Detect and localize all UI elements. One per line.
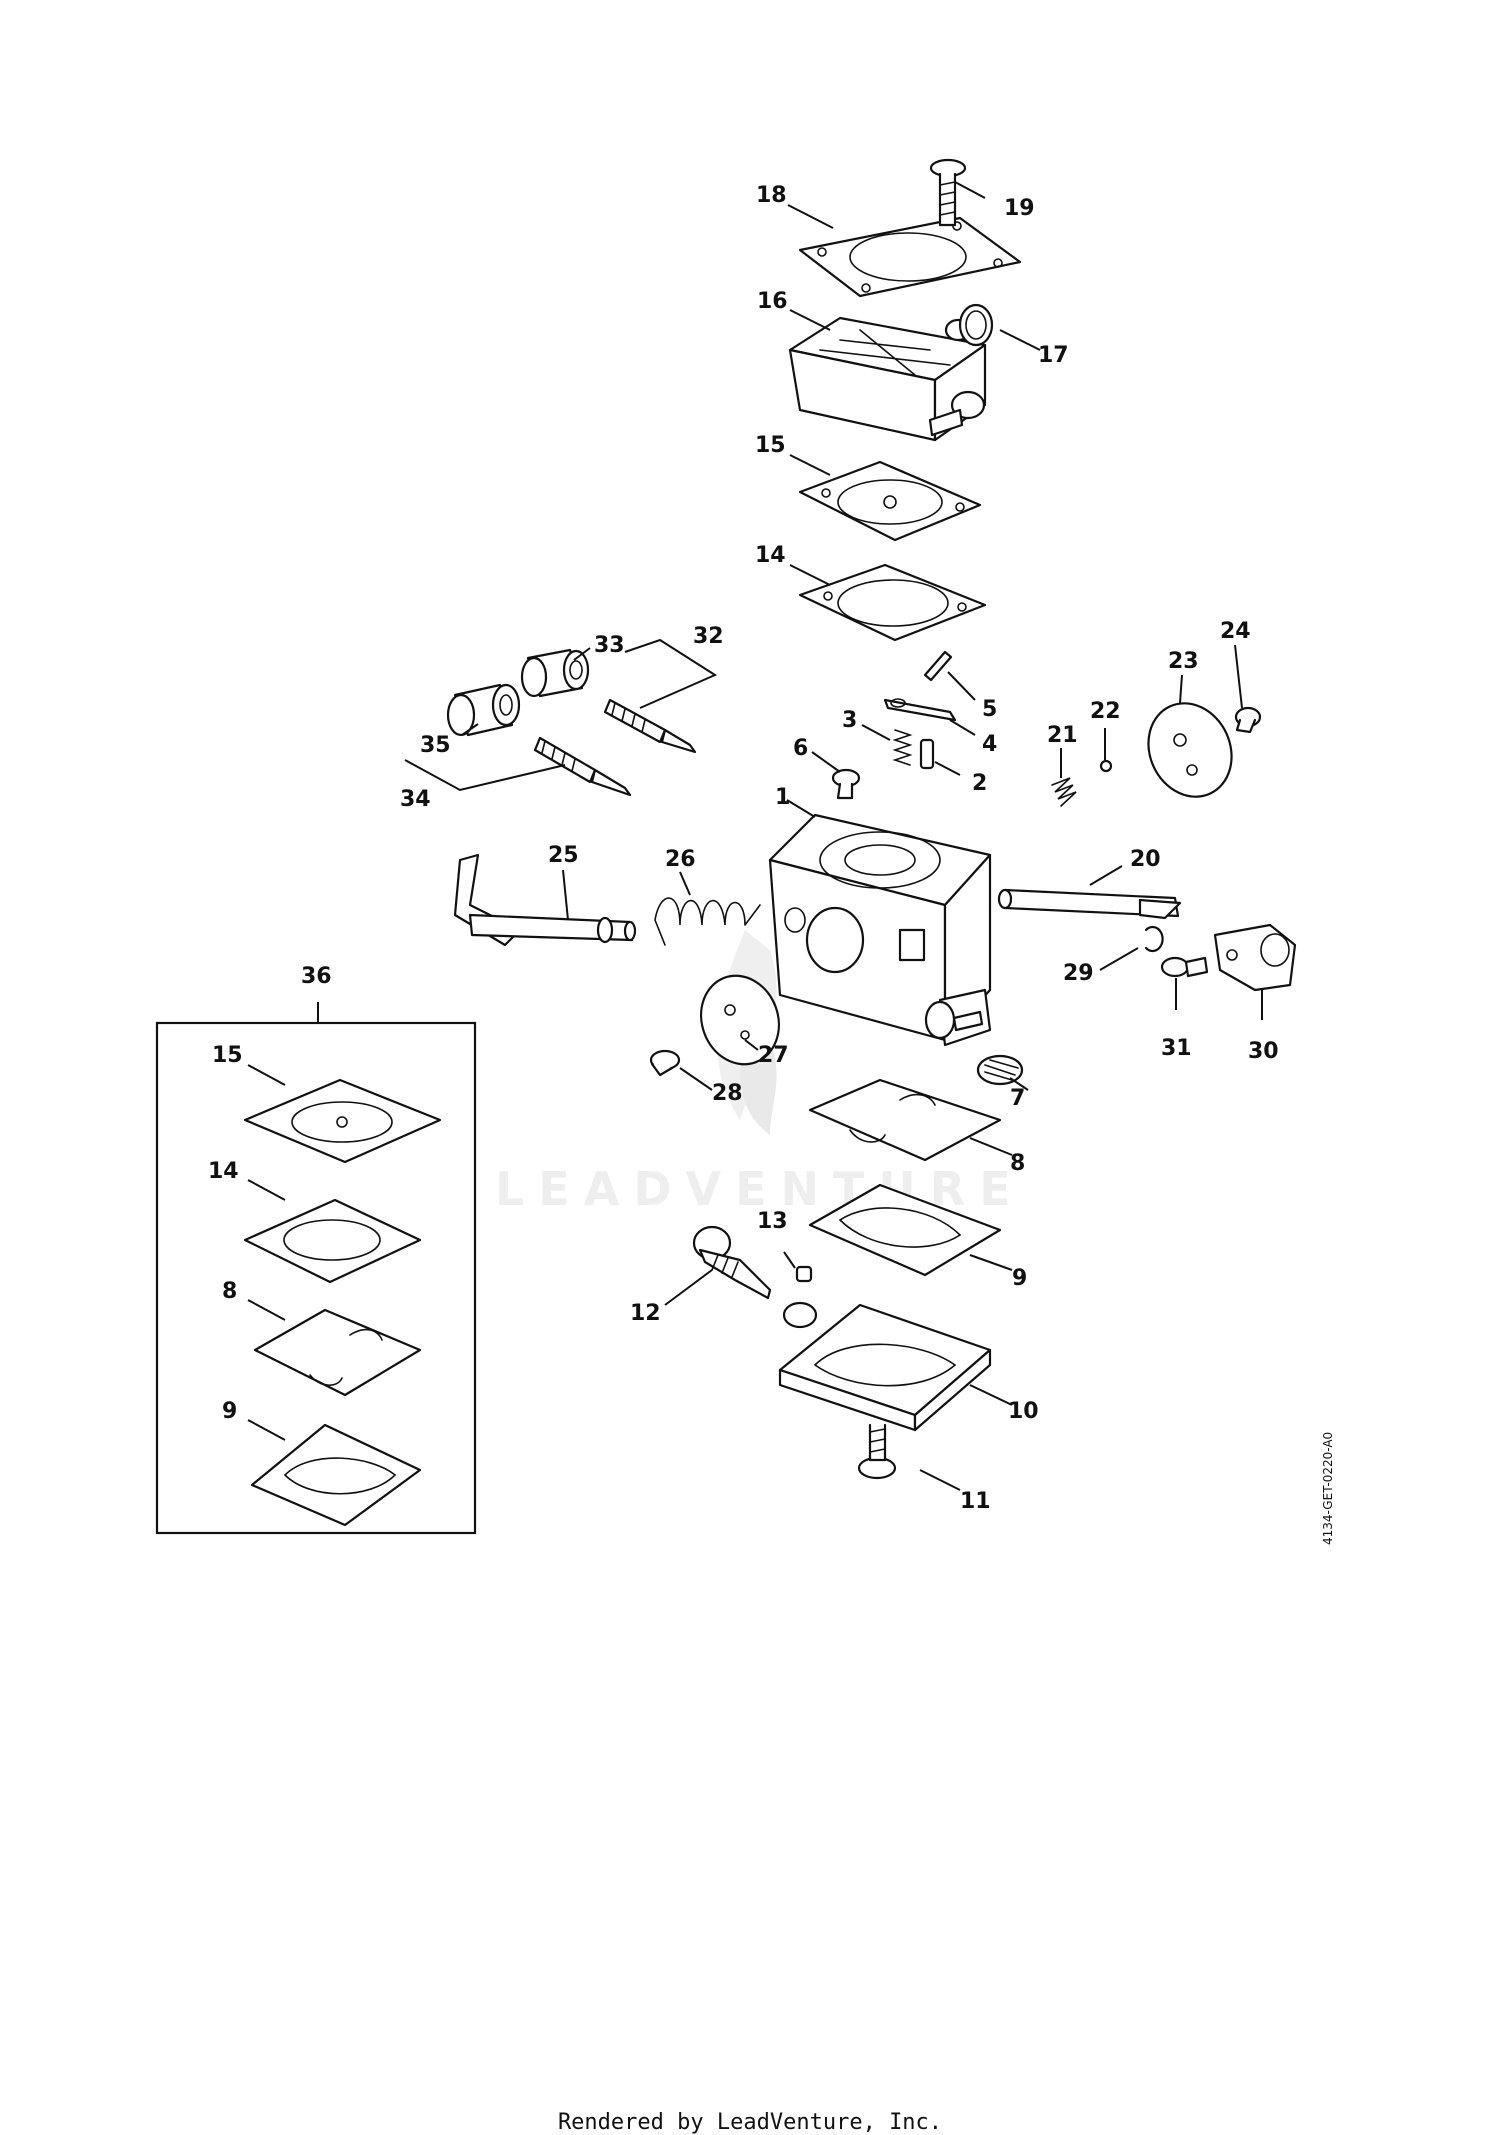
- part-26-torsion-spring: [654, 897, 761, 946]
- callout-35: 35: [420, 733, 451, 758]
- callout-22: 22: [1090, 699, 1121, 724]
- callout-26: 26: [665, 847, 696, 872]
- part-7-strainer: [976, 1054, 1024, 1086]
- part-15-diaphragm: [798, 460, 982, 542]
- callout-labels: 1 2 3 4 5 6 7 8 9 10 11 12 13 14 15 16 1…: [208, 183, 1279, 1514]
- kit-36-box: [155, 1021, 477, 1535]
- part-3-spring: [892, 729, 913, 766]
- callout-7: 7: [1010, 1086, 1025, 1111]
- part-12-fitting: [692, 1225, 772, 1300]
- callout-23: 23: [1168, 649, 1199, 674]
- part-9-gasket: [808, 1183, 1002, 1277]
- callout-33: 33: [594, 633, 625, 658]
- watermark-text: LEADVENTURE: [495, 1162, 1025, 1216]
- leader-lines: [247, 181, 1263, 1491]
- callout-20: 20: [1130, 847, 1161, 872]
- part-34-adjusting-screw: [533, 736, 632, 797]
- part-20-throttle-shaft: [997, 888, 1182, 920]
- callout-21: 21: [1047, 723, 1078, 748]
- callout-14: 14: [755, 543, 786, 568]
- kit-callout-14: 14: [208, 1159, 239, 1184]
- part-27-choke-plate: [700, 974, 780, 1066]
- footer-credit: Rendered by LeadVenture, Inc.: [557, 2110, 943, 2135]
- callout-29: 29: [1063, 961, 1094, 986]
- part-21-spring: [1051, 777, 1077, 807]
- callout-9: 9: [1012, 1266, 1027, 1291]
- callout-11: 11: [960, 1489, 991, 1514]
- part-28-screw: [649, 1049, 681, 1077]
- callout-25: 25: [548, 843, 579, 868]
- part-17-o-ring: [958, 303, 994, 347]
- part-35-limiter-cap: [446, 683, 521, 737]
- part-33-limiter-cap: [520, 648, 590, 698]
- callout-10: 10: [1008, 1399, 1039, 1424]
- part-18-gasket: [798, 216, 1022, 298]
- part-6-screw: [831, 768, 861, 800]
- part-29-e-clip: [1144, 925, 1164, 953]
- part-10-end-cover: [778, 1301, 992, 1432]
- kit-part-14-gasket: [243, 1198, 422, 1284]
- callout-30: 30: [1248, 1039, 1279, 1064]
- part-32-adjusting-screw: [603, 698, 697, 754]
- callout-19: 19: [1004, 196, 1035, 221]
- part-19-screw: [929, 158, 967, 227]
- callout-4: 4: [982, 732, 997, 757]
- callout-12: 12: [630, 1301, 661, 1326]
- kit-part-9-gasket: [250, 1423, 422, 1527]
- callout-6: 6: [793, 736, 808, 761]
- part-24-screw: [1234, 706, 1262, 734]
- callout-24: 24: [1220, 619, 1251, 644]
- part-14-gasket: [798, 563, 987, 642]
- callout-1: 1: [775, 785, 790, 810]
- callout-31: 31: [1161, 1036, 1192, 1061]
- part-23-choke-plate: [1147, 702, 1233, 798]
- part-1-carburetor-body: [768, 813, 992, 1047]
- callout-8: 8: [1010, 1151, 1025, 1176]
- diagram-reference-code: 4134-GET-0220-A0: [1321, 1432, 1335, 1545]
- callout-15: 15: [755, 433, 786, 458]
- part-13-plug: [795, 1265, 813, 1283]
- part-30-throttle-lever: [1213, 923, 1297, 992]
- part-11-screw: [857, 1423, 897, 1480]
- kit-part-15-diaphragm: [243, 1078, 442, 1164]
- part-4-lever: [883, 698, 957, 722]
- part-25-choke-shaft: [453, 853, 637, 947]
- kit-callout-15: 15: [212, 1043, 243, 1068]
- callout-27: 27: [758, 1043, 789, 1068]
- callout-5: 5: [982, 697, 997, 722]
- callout-17: 17: [1038, 343, 1069, 368]
- part-31-screw: [1160, 956, 1209, 978]
- callout-28: 28: [712, 1081, 743, 1106]
- part-5-pin: [923, 650, 953, 682]
- callout-32: 32: [693, 624, 724, 649]
- kit-callout-8: 8: [222, 1279, 237, 1304]
- callout-36: 36: [301, 964, 332, 989]
- part-22-ball: [1099, 759, 1113, 773]
- callout-13: 13: [757, 1209, 788, 1234]
- part-8-metering-diaphragm: [808, 1078, 1002, 1162]
- callout-34: 34: [400, 787, 431, 812]
- callout-3: 3: [842, 708, 857, 733]
- callout-2: 2: [972, 771, 987, 796]
- kit-part-8-diaphragm: [253, 1308, 422, 1397]
- part-16-pump-housing: [788, 316, 987, 442]
- callout-16: 16: [757, 289, 788, 314]
- callout-18: 18: [756, 183, 787, 208]
- kit-callout-9: 9: [222, 1399, 237, 1424]
- part-2-inlet-needle: [919, 738, 935, 770]
